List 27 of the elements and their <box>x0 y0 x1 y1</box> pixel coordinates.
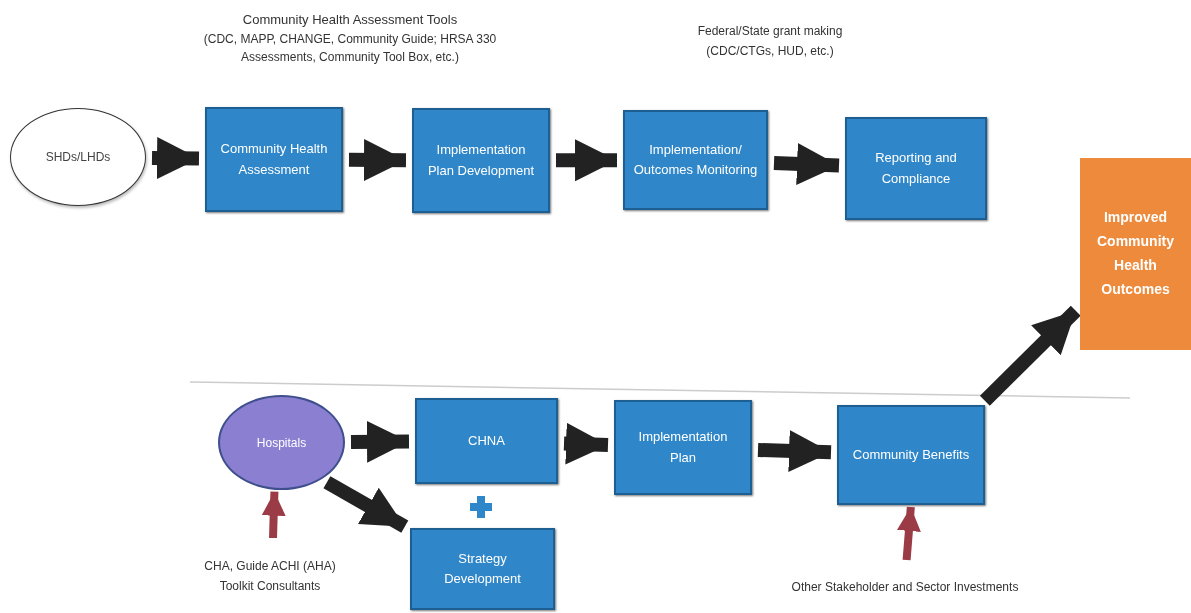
arrow <box>556 139 618 182</box>
arrow <box>323 476 409 533</box>
note-text: (CDC, MAPP, CHANGE, Community Guide; HRSA 330 Assessments, Community Tool Box, etc.) <box>202 31 498 66</box>
process-box: CHNA <box>415 398 558 484</box>
arrow <box>261 491 286 539</box>
process-box: Implementation/ Outcomes Monitoring <box>623 110 768 210</box>
arrow <box>151 137 200 179</box>
process-box: Community Health Assessment <box>205 107 343 212</box>
arrow <box>757 430 832 472</box>
heading-text: Community Health Assessment Tools <box>241 11 459 29</box>
arrow <box>348 138 407 181</box>
note-text: (CDC/CTGs, HUD, etc.) <box>705 43 835 60</box>
note-text: Other Stakeholder and Sector Investments <box>791 578 1019 596</box>
process-box: Reporting and Compliance <box>845 117 987 220</box>
outcome-box: Improved Community Health Outcomes <box>1080 158 1191 350</box>
arrow <box>350 420 410 463</box>
heading-text: Federal/State grant making <box>696 23 844 40</box>
arrow <box>773 142 840 185</box>
process-box: Strategy Development <box>410 528 555 610</box>
process-box: Implementation Plan Development <box>412 108 550 213</box>
process-box: Implementation Plan <box>614 400 752 495</box>
oval-node: Hospitals <box>218 395 345 490</box>
arrow <box>563 422 609 465</box>
process-box: Community Benefits <box>837 405 985 505</box>
arrow <box>979 305 1081 406</box>
note-text: CHA, Guide ACHI (AHA) Toolkit Consultants <box>203 558 337 595</box>
oval-node: SHDs/LHDs <box>10 108 146 206</box>
